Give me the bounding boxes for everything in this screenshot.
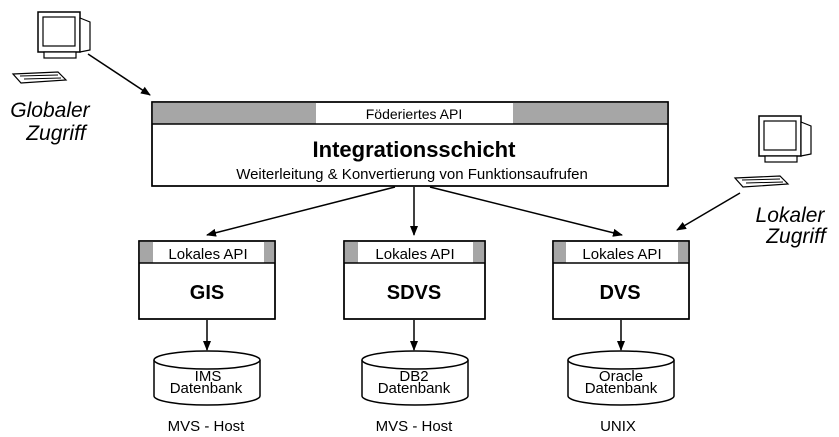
federated-api-label: Föderiertes API [366, 106, 463, 122]
system-box-dvs [552, 240, 690, 320]
integration-layer-title: Integrationsschicht [313, 137, 517, 162]
arrow-local-to-dvs [676, 192, 741, 231]
sdvs-host-label: MVS - Host [376, 418, 454, 435]
dvs-api-label: Lokales API [582, 246, 661, 263]
dvs-db-label-line1: Oracle [599, 368, 643, 385]
local-access-label-line2: Zugriff [765, 225, 828, 248]
sdvs-db-label-line1: DB2 [399, 368, 428, 385]
local-access-label-line1: Lokaler [756, 204, 826, 227]
gis-db-label-line2: Datenbank [170, 380, 243, 397]
arrow-global-to-integration [87, 53, 151, 96]
computer-icon-local [733, 115, 812, 188]
gis-name: GIS [190, 282, 224, 304]
gis-api-label: Lokales API [168, 246, 247, 263]
sdvs-api-label: Lokales API [375, 246, 454, 263]
sdvs-db-label-line2: Datenbank [378, 380, 451, 397]
global-access-label-line2: Zugriff [25, 122, 88, 145]
dvs-name: DVS [599, 282, 640, 304]
integration-layer-subtitle: Weiterleitung & Konvertierung von Funkti… [236, 166, 588, 183]
integration-layer-box [151, 101, 669, 187]
database-icon-dvs [567, 350, 675, 406]
database-icon-gis [153, 350, 261, 406]
gis-host-label: MVS - Host [168, 418, 246, 435]
sdvs-name: SDVS [387, 282, 441, 304]
system-box-gis [138, 240, 276, 320]
global-access-label-line1: Globaler [10, 99, 90, 122]
computer-icon-global [11, 11, 91, 84]
dvs-db-label-line2: Datenbank [585, 380, 658, 397]
dvs-host-label: UNIX [600, 418, 636, 435]
database-icon-sdvs [361, 350, 469, 406]
arrow-integration-to-dvs [429, 186, 623, 237]
arrow-integration-to-gis [206, 186, 396, 237]
gis-db-label-line1: IMS [195, 368, 222, 385]
system-box-sdvs [343, 240, 486, 320]
